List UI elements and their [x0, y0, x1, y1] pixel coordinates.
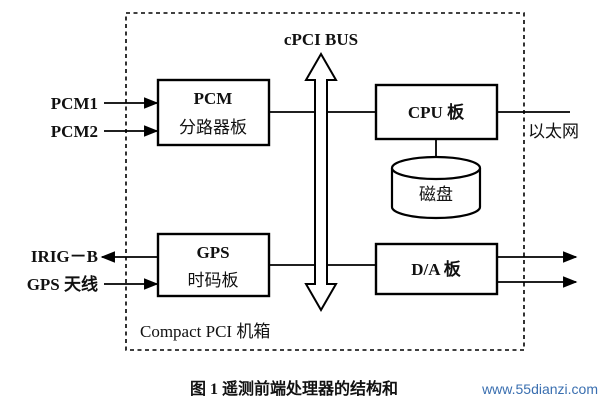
pcm1-label: PCM1	[51, 94, 98, 113]
chassis-label: Compact PCI 机箱	[140, 322, 270, 341]
chassis-outline	[125, 12, 525, 351]
disk-label: 磁盘	[419, 185, 453, 204]
gps-antenna-label: GPS 天线	[27, 274, 98, 294]
da-board-label: D/A 板	[411, 259, 462, 279]
pcm-splitter-board	[156, 78, 271, 147]
ethernet-label: 以太网	[528, 122, 579, 141]
watermark: www.55dianzi.com	[481, 381, 598, 397]
gps-board-line2: 时码板	[188, 271, 239, 290]
pcm-board-line1: PCM	[194, 89, 233, 108]
irig-b-label: IRIG－B	[31, 247, 98, 266]
gps-timecode-board	[156, 232, 271, 298]
pcm2-label: PCM2	[51, 122, 98, 141]
bus-arrow	[304, 51, 338, 313]
gps-board-line1: GPS	[196, 243, 229, 262]
bus-label: cPCI BUS	[284, 30, 358, 49]
disk-top	[390, 155, 482, 181]
da-board	[374, 242, 499, 296]
disk-cylinder	[390, 168, 482, 220]
figure-caption: 图 1 遥测前端处理器的结构和	[190, 379, 398, 398]
pcm-board-line2: 分路器板	[179, 118, 247, 137]
cpu-board-label: CPU 板	[408, 102, 465, 122]
